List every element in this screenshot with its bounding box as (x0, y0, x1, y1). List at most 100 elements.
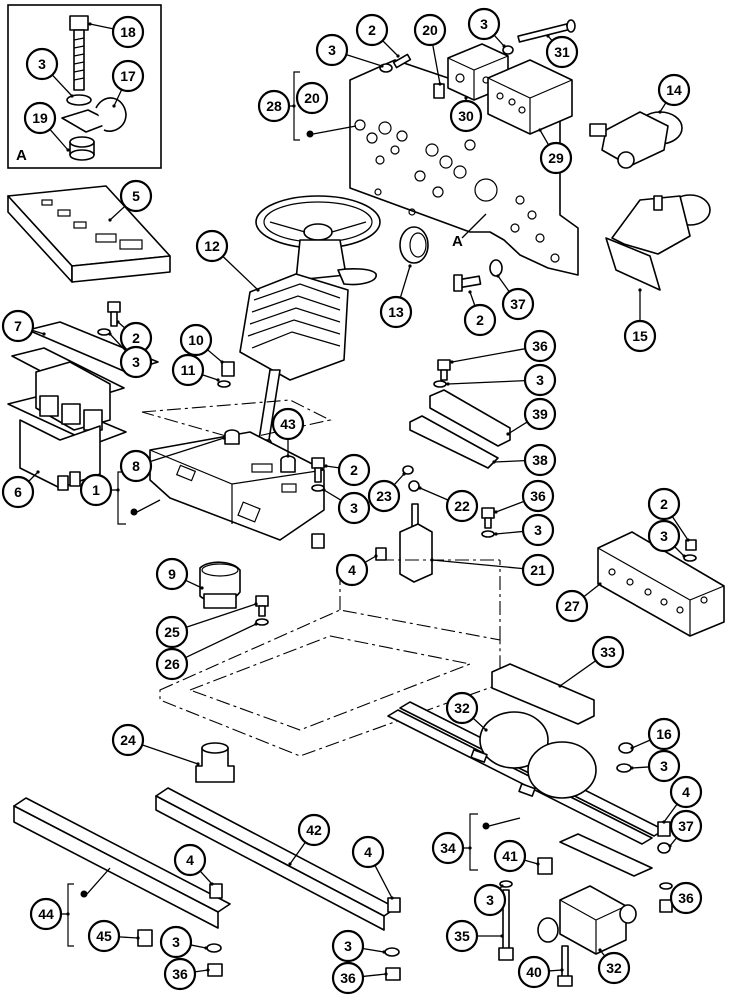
callout-number: 45 (96, 928, 112, 944)
nut-4-bar42 (387, 897, 401, 913)
bolt-36-bracket (433, 359, 451, 388)
callout-2: 2 (337, 453, 371, 487)
leader-tip-c6 (36, 470, 40, 474)
callout-number: 29 (548, 150, 564, 166)
leader-c4b (663, 803, 678, 823)
callout-circle (555, 589, 589, 623)
callout-circle (445, 489, 479, 523)
callout-circle (155, 557, 189, 591)
callout-29: 29 (539, 141, 573, 175)
leader-c4a (364, 555, 377, 564)
callout-circle (159, 925, 193, 959)
callout-circle (523, 397, 557, 431)
leader-tip-c2a (396, 54, 400, 58)
accumulator-bracket-33 (491, 663, 595, 725)
callout-number: 44 (38, 906, 54, 922)
leader-c12 (222, 255, 259, 291)
leader-tip-c3a (70, 94, 74, 98)
bolt-25 (255, 595, 269, 626)
callout-number: 38 (532, 452, 548, 468)
callout-number: 3 (536, 372, 544, 388)
leader-tip-c4d (390, 896, 394, 900)
callout-circle (623, 319, 657, 353)
callout-circle (111, 59, 145, 93)
leader-c4c (199, 870, 213, 885)
callout-3: 3 (473, 883, 507, 917)
leader-tip-c36a (450, 360, 454, 364)
callout-23: 23 (367, 479, 401, 513)
callout-circle (315, 33, 349, 67)
callout-circle (1, 309, 35, 343)
washer-3-valve (502, 45, 514, 55)
callout-number: 16 (656, 726, 672, 742)
callout-5: 5 (119, 179, 153, 213)
callout-circle (523, 363, 557, 397)
callout-circle (657, 73, 691, 107)
leader-tip-c39 (506, 432, 510, 436)
leader-c39 (507, 421, 528, 435)
leader-tip-c35 (500, 934, 504, 938)
callout-circle (431, 831, 465, 865)
leader-c3g (495, 530, 524, 535)
valve-9 (199, 561, 241, 609)
leader-tip-c12 (256, 288, 260, 292)
leader-c6 (28, 471, 39, 482)
leader-c19 (49, 128, 69, 151)
leader-tip-c18 (88, 22, 92, 26)
bracket-39 (429, 389, 511, 447)
leader-tip-c34 (468, 846, 472, 850)
callout-circle (669, 775, 703, 809)
callout-9: 9 (155, 557, 189, 591)
callout-circle (467, 7, 501, 41)
callout-circle (647, 487, 681, 521)
leader-tip-c4a (374, 554, 378, 558)
callout-circle (111, 15, 145, 49)
callout-number: 10 (188, 332, 204, 348)
callout-number: 37 (678, 818, 694, 834)
callout-10: 10 (179, 323, 213, 357)
callout-number: 15 (632, 328, 648, 344)
callout-number: 2 (132, 330, 140, 346)
callout-36: 36 (669, 881, 703, 915)
leader-tip-c20a (438, 82, 442, 86)
callout-3: 3 (647, 519, 681, 553)
leader-tip-c21 (430, 558, 434, 562)
callout-38: 38 (523, 443, 557, 477)
screw-10 (217, 361, 235, 388)
leader-c27 (583, 583, 601, 598)
callout-number: 37 (510, 296, 526, 312)
callout-3: 3 (521, 513, 555, 547)
callout-35: 35 (445, 919, 479, 953)
callout-circle (79, 473, 113, 507)
leader-tip-c13 (408, 264, 412, 268)
leader-c2a (382, 40, 399, 57)
leader-c9 (185, 579, 203, 589)
callout-number: 8 (132, 458, 140, 474)
callout-circle (297, 813, 331, 847)
callout-13: 13 (379, 295, 413, 329)
callout-37: 37 (669, 809, 703, 843)
screw-31 (517, 19, 576, 43)
callout-14: 14 (657, 73, 691, 107)
callout-number: 32 (454, 700, 470, 716)
leader-tip-c15 (638, 288, 642, 292)
leader-tip-c14 (658, 110, 662, 114)
leader-c42 (289, 841, 306, 865)
callout-2: 2 (647, 487, 681, 521)
callout-number: 1 (92, 482, 100, 498)
callout-22: 22 (445, 489, 479, 523)
callout-circle (335, 553, 369, 587)
leader-tip-c30 (464, 96, 468, 100)
callout-circle (463, 303, 497, 337)
callout-2: 2 (355, 13, 389, 47)
callout-3: 3 (331, 929, 365, 963)
leader-tip-c27 (598, 582, 602, 586)
leader-c32a (472, 717, 487, 731)
leader-tip-c44 (66, 912, 70, 916)
leader-c23 (393, 473, 405, 486)
bolt-35 (498, 880, 514, 961)
callout-circle (351, 835, 385, 869)
callout-28: 28 (257, 89, 291, 123)
callout-number: 4 (186, 852, 194, 868)
leader-c25 (186, 603, 257, 628)
